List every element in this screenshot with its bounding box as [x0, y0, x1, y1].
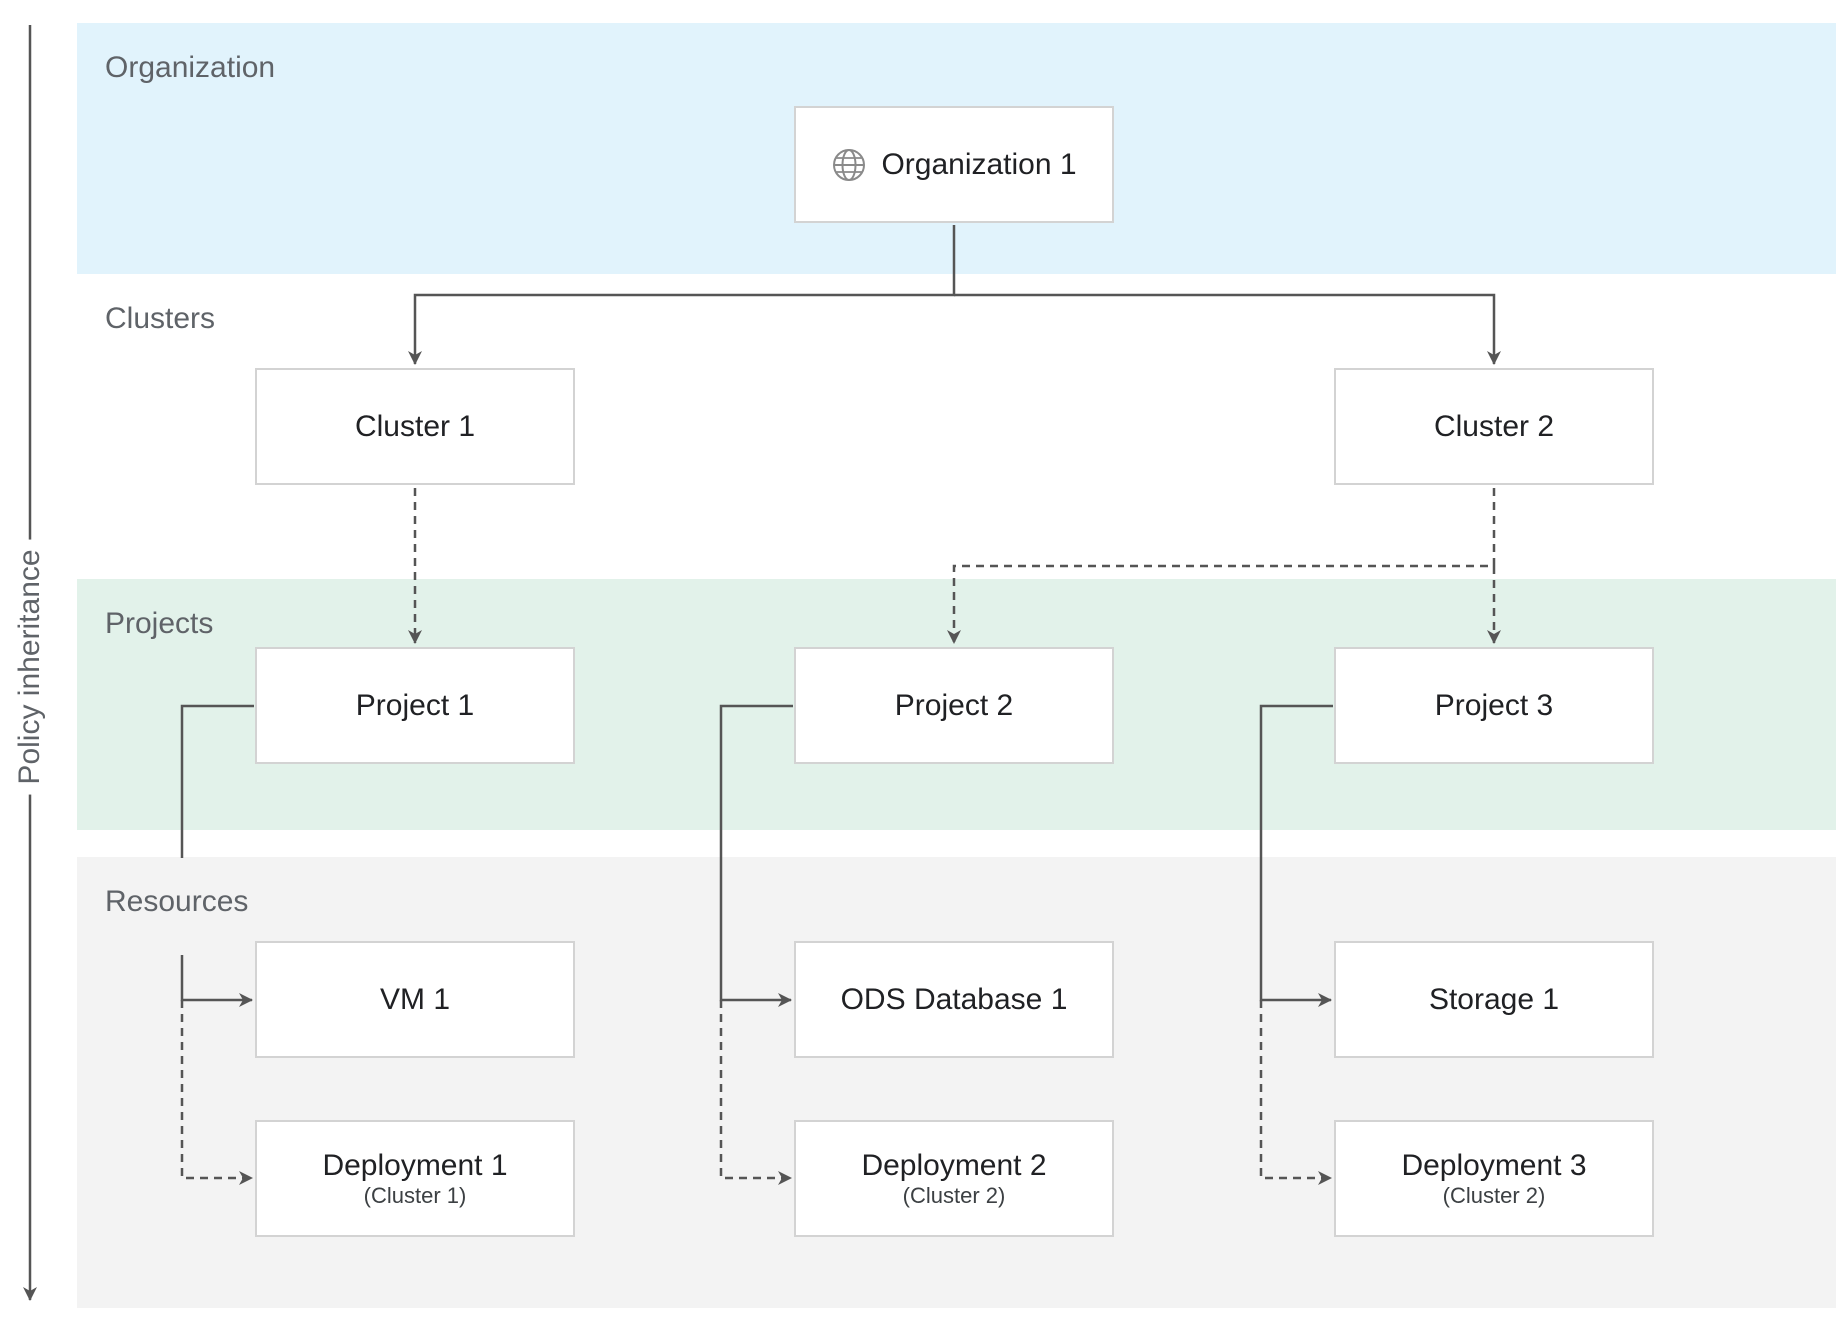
layer-label-projects: Projects: [105, 607, 214, 640]
node-vm-1[interactable]: VM 1: [255, 941, 575, 1058]
node-label: Deployment 3: [1401, 1148, 1587, 1182]
node-ods-database-1[interactable]: ODS Database 1: [794, 941, 1114, 1058]
node-sublabel: (Cluster 1): [363, 1182, 467, 1208]
node-label: Cluster 1: [354, 409, 476, 443]
node-deployment-3[interactable]: Deployment 3 (Cluster 2): [1334, 1120, 1654, 1237]
node-organization-1[interactable]: Organization 1: [794, 106, 1114, 223]
node-cluster-1[interactable]: Cluster 1: [255, 368, 575, 485]
layer-label-organization: Organization: [105, 51, 276, 84]
policy-inheritance-label: Policy inheritance: [13, 539, 47, 795]
node-label: Project 2: [894, 688, 1014, 722]
node-project-3[interactable]: Project 3: [1334, 647, 1654, 764]
layer-label-clusters: Clusters: [105, 302, 216, 335]
node-label: Deployment 1: [322, 1148, 508, 1182]
layer-label-resources: Resources: [105, 885, 249, 918]
node-label: ODS Database 1: [840, 982, 1068, 1016]
globe-icon: [833, 148, 866, 181]
node-deployment-1[interactable]: Deployment 1 (Cluster 1): [255, 1120, 575, 1237]
node-sublabel: (Cluster 2): [902, 1182, 1006, 1208]
node-cluster-2[interactable]: Cluster 2: [1334, 368, 1654, 485]
layer-resources: Resources: [77, 857, 1836, 1308]
node-label: VM 1: [379, 982, 451, 1016]
node-deployment-2[interactable]: Deployment 2 (Cluster 2): [794, 1120, 1114, 1237]
node-label: Project 3: [1434, 688, 1554, 722]
node-label: Storage 1: [1428, 982, 1560, 1016]
node-label: Organization 1: [881, 147, 1077, 181]
node-label: Cluster 2: [1433, 409, 1555, 443]
node-storage-1[interactable]: Storage 1: [1334, 941, 1654, 1058]
node-label: Project 1: [355, 688, 475, 722]
node-label: Deployment 2: [861, 1148, 1047, 1182]
node-sublabel: (Cluster 2): [1442, 1182, 1546, 1208]
node-project-1[interactable]: Project 1: [255, 647, 575, 764]
node-project-2[interactable]: Project 2: [794, 647, 1114, 764]
